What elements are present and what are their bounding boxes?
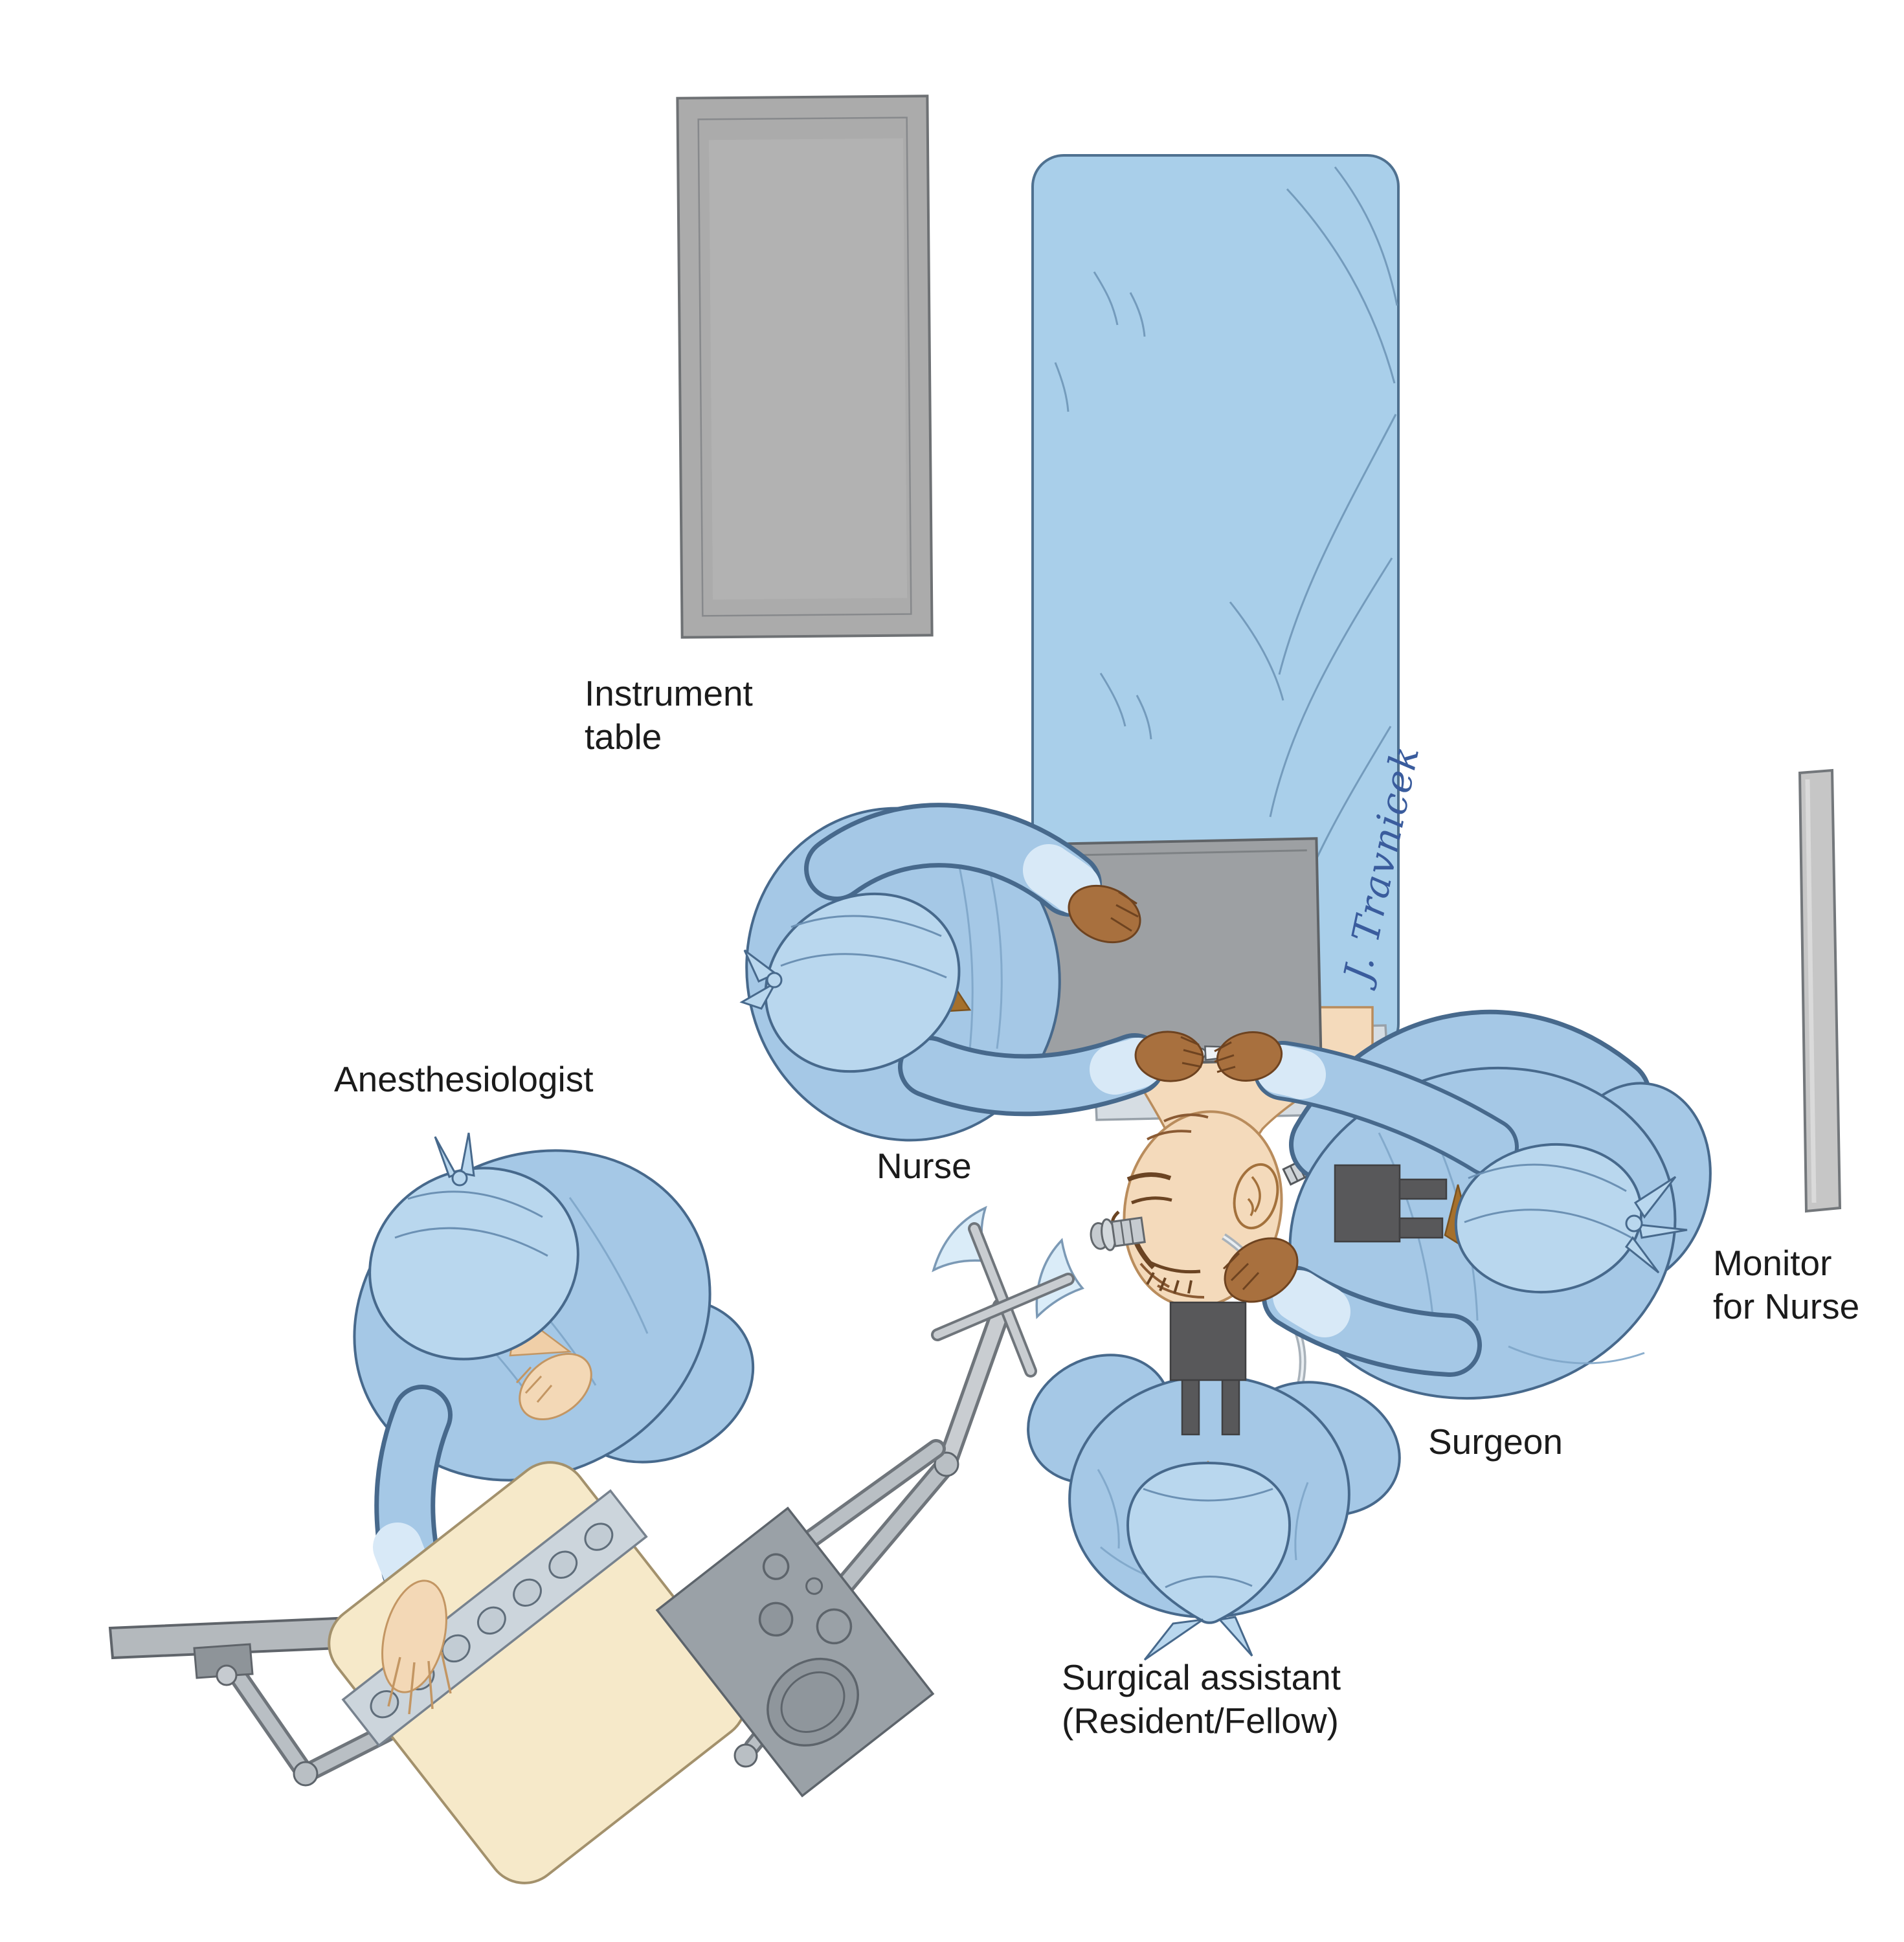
anesthesiologist-left-hand: [381, 1579, 452, 1715]
drape-frame: [825, 1205, 1084, 1607]
nurse: [739, 803, 1204, 1142]
anesthesia-machine: [328, 1461, 747, 1884]
cap-tie: [434, 1132, 475, 1187]
anesthesiologist-label: Anesthesiologist: [334, 1059, 594, 1099]
anesthesia-panel: [655, 1439, 946, 1798]
anesthesiologist: [353, 1132, 755, 1600]
surgeon: [1214, 1009, 1712, 1400]
assistant-cap: [1126, 1461, 1292, 1624]
surgical-assistant: [1027, 1301, 1401, 1661]
nurse-left-hand: [1134, 1031, 1204, 1082]
nurse-label: Nurse: [877, 1146, 972, 1186]
surgeon-label: Surgeon: [1428, 1422, 1563, 1462]
breathing-tube-connector: [1090, 1216, 1146, 1251]
nurse-monitor: [1798, 768, 1842, 1213]
drape-wrinkles: [1054, 166, 1398, 928]
operating-table-drape: [1031, 154, 1400, 1056]
monitor-label: Monitor for Nurse: [1713, 1243, 1860, 1327]
instrument-table: [676, 95, 934, 639]
anesthesiologist-right-hand: [519, 1352, 592, 1421]
surgeon-cap-tie: [1624, 1176, 1688, 1274]
anesthesiologist-cap: [368, 1166, 579, 1361]
nurse-cap: [764, 892, 961, 1073]
instrument-table-label: Instrument table: [585, 673, 753, 757]
assistant-cap-tie: [1143, 1616, 1253, 1661]
surgeon-left-hand: [1224, 1237, 1299, 1303]
patient-ear: [1233, 1163, 1279, 1230]
surgeon-headlight: [1334, 1164, 1448, 1243]
surgical-assistant-label: Surgical assistant (Resident/Fellow): [1062, 1657, 1341, 1741]
assistant-headlight: [1169, 1301, 1247, 1436]
nurse-right-hand: [1068, 884, 1141, 944]
surgeon-right-hand: [1216, 1031, 1283, 1082]
nurse-cap-tie: [739, 949, 783, 1010]
